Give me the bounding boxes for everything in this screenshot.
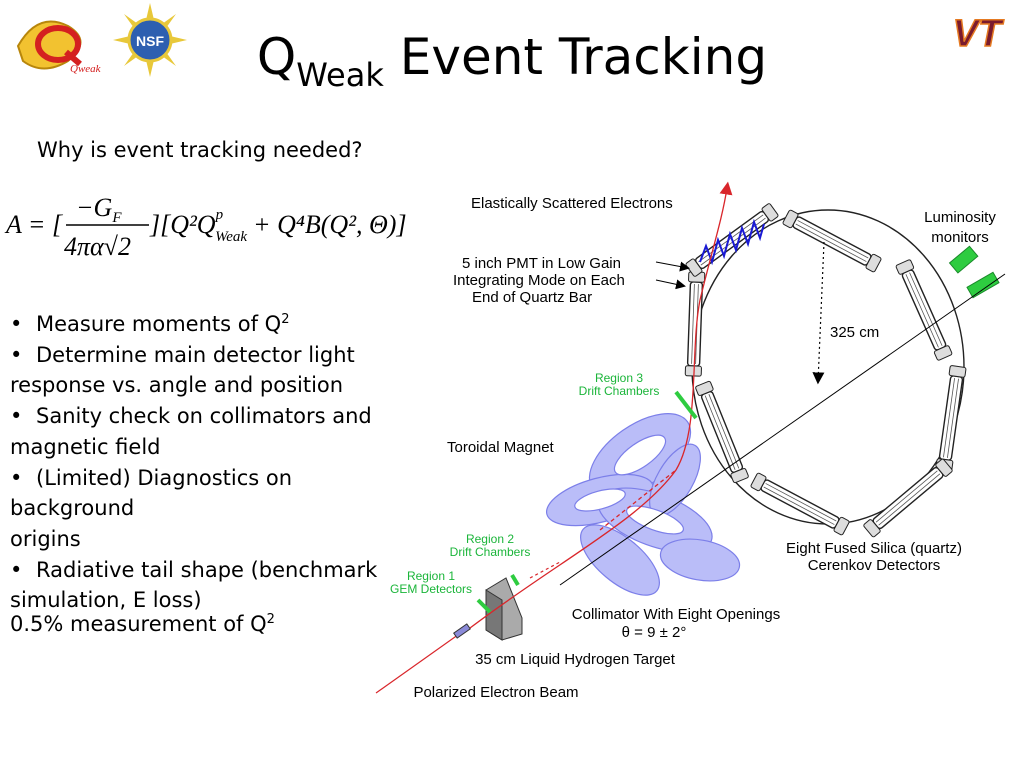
title-subscript: Weak <box>296 56 384 94</box>
beam-axis-line <box>559 273 1006 586</box>
question-text: Why is event tracking needed? <box>37 138 363 162</box>
experiment-diagram: Elastically Scattered Electrons 5 inch P… <box>375 181 1006 701</box>
label-region1-line1: Region 1 <box>407 569 455 583</box>
nsf-logo-globe <box>127 17 173 63</box>
label-pmt-line1: 5 inch PMT in Low Gain <box>462 255 621 272</box>
label-luminosity-line1: Luminosity <box>924 209 996 226</box>
label-radius: 325 cm <box>830 324 879 341</box>
label-pmt-line3: End of Quartz Bar <box>472 289 592 306</box>
quartz-bar <box>862 457 954 539</box>
quartz-bar <box>935 364 967 472</box>
quartz-detector-bars <box>684 202 967 539</box>
label-electron-beam: Polarized Electron Beam <box>413 684 578 701</box>
nsf-logo-text: NSF <box>136 33 164 49</box>
quartz-bar <box>749 471 851 537</box>
formula-numerator: −GF <box>76 193 122 226</box>
hydrogen-target <box>453 623 471 639</box>
label-toroidal-magnet: Toroidal Magnet <box>447 439 555 456</box>
nsf-logo: NSF <box>113 3 187 77</box>
luminosity-monitor <box>948 245 979 274</box>
label-hydrogen-target: 35 cm Liquid Hydrogen Target <box>475 651 676 668</box>
formula-denominator: 4πα√2 <box>64 232 131 261</box>
label-scattered-electrons: Elastically Scattered Electrons <box>471 195 673 212</box>
quartz-bar <box>894 258 954 362</box>
label-quartz-line2: Cerenkov Detectors <box>808 557 941 574</box>
label-quartz-line1: Eight Fused Silica (quartz) <box>786 540 962 557</box>
label-region1-line2: GEM Detectors <box>390 582 472 596</box>
region1-gem-marker <box>476 598 492 614</box>
vt-logo-background <box>935 10 1019 52</box>
quartz-bar <box>781 208 883 274</box>
qweak-logo-text: Qweak <box>70 63 102 75</box>
scattered-electron-track <box>469 181 733 629</box>
qweak-logo-mark <box>16 20 82 70</box>
label-region2-line2: Drift Chambers <box>450 545 531 559</box>
luminosity-monitor <box>966 271 1000 299</box>
incoming-beam-line <box>375 631 463 694</box>
label-pmt-line2: Integrating Mode on Each <box>453 272 625 289</box>
title-rest: Event Tracking <box>383 28 768 86</box>
formula-lhs: A = [ <box>4 210 64 239</box>
quartz-bar <box>694 380 750 484</box>
region2-drift-marker <box>510 573 520 587</box>
region3-drift-marker <box>674 390 698 420</box>
radius-arrow <box>812 241 825 385</box>
label-region2-line1: Region 2 <box>466 532 514 546</box>
cerenkov-light-zigzag <box>699 218 765 266</box>
vt-logo-text: VT <box>953 13 1004 54</box>
label-collimator-line2: θ = 9 ± 2° <box>622 624 687 641</box>
bullet-item: •Measure moments of Q2 <box>10 312 290 336</box>
title-q: Q <box>256 28 297 86</box>
measurement-goal: 0.5% measurement of Q2 <box>10 612 275 636</box>
bullet-list: •Measure moments of Q2 •Determine main d… <box>10 305 420 616</box>
vt-logo: VT <box>935 10 1019 54</box>
label-region3-line1: Region 3 <box>595 371 643 385</box>
label-region3-line2: Drift Chambers <box>579 384 660 398</box>
label-luminosity-line2: monitors <box>931 229 989 246</box>
qweak-logo: Qweak <box>16 20 102 75</box>
label-collimator-line1: Collimator With Eight Openings <box>572 606 780 623</box>
page-title: QWeak Event Tracking <box>0 22 1024 110</box>
toroidal-magnet <box>545 413 741 596</box>
